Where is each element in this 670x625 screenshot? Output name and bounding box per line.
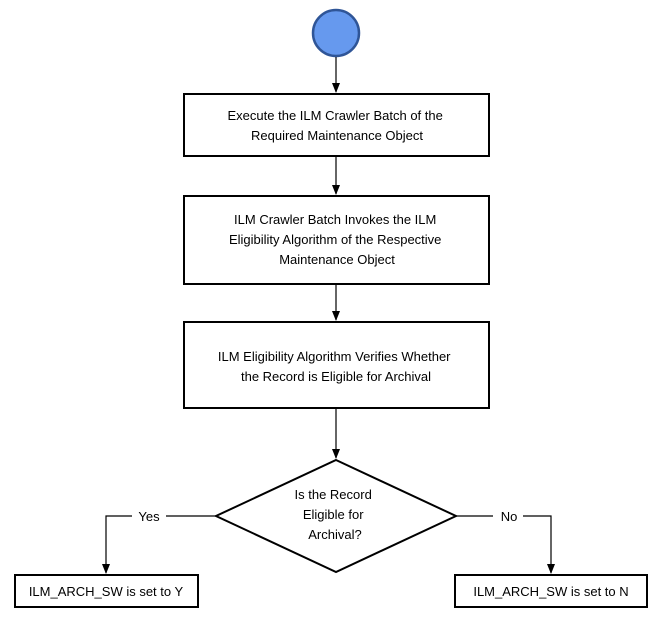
svg-text:ILM Eligibility Algorithm Veri: ILM Eligibility Algorithm Verifies Wheth… [218,349,454,384]
start-node [311,8,361,58]
result-no-box [454,574,648,608]
arrow-yes-branch [102,515,216,574]
step-invoke-algorithm-line-2: Eligibility Algorithm of the Respective [229,232,441,247]
yes-label: Yes [138,509,160,524]
no-label-bg [493,506,523,526]
step-execute-crawler-box [183,93,490,157]
step-verify-eligibility-box [183,321,490,409]
result-no-label: ILM_ARCH_SW is set to N [473,584,628,599]
step-invoke-algorithm-box [183,195,490,285]
step-verify-eligibility-line-2: the Record is Eligible for Archival [241,369,431,384]
svg-text:Is the Record Eligible for: Is the Record Eligible for Archival? [295,487,376,542]
arrow-no-branch [456,515,555,574]
svg-text:ILM Crawler Batch Invokes the: ILM Crawler Batch Invokes the ILM Eligib… [229,212,445,267]
decision-line-2: Eligible for [303,507,364,522]
step-invoke-algorithm-line-1: ILM Crawler Batch Invokes the ILM [234,212,436,227]
decision-line-1: Is the Record [295,487,372,502]
decision-line-3: Archival? [308,527,361,542]
decision-diamond [213,458,459,574]
step-execute-crawler-line-1: Execute the ILM Crawler Batch of the [228,108,443,123]
no-label: No [501,509,518,524]
step-verify-eligibility-line-1: ILM Eligibility Algorithm Verifies Wheth… [218,349,451,364]
svg-text:Execute the ILM Crawler Batch: Execute the ILM Crawler Batch of the Req… [228,108,447,143]
yes-label-bg [132,506,166,526]
result-yes-box [14,574,199,608]
step-invoke-algorithm-line-3: Maintenance Object [279,252,395,267]
step-execute-crawler-line-2: Required Maintenance Object [251,128,423,143]
result-yes-label: ILM_ARCH_SW is set to Y [29,584,184,599]
